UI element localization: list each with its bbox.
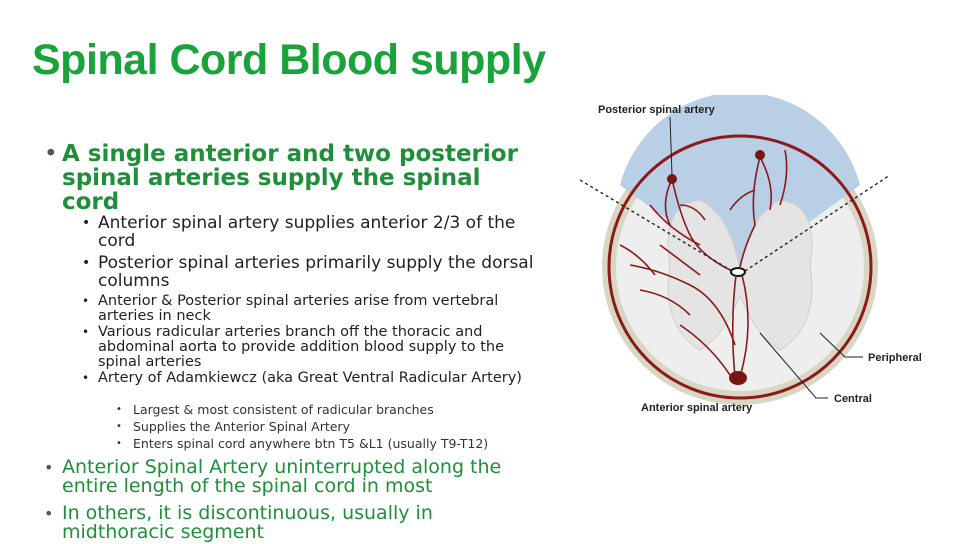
bullet-dot: • xyxy=(44,504,54,523)
label-peripheral: Peripheral xyxy=(868,352,922,364)
bullet-text: Largest & most consistent of radicular b… xyxy=(133,402,434,417)
slide-title: Spinal Cord Blood supply xyxy=(32,36,546,84)
bullet-detail: • Supplies the Anterior Spinal Artery xyxy=(44,419,544,436)
label-central: Central xyxy=(834,393,872,405)
bullet-text: Anterior & Posterior spinal arteries ari… xyxy=(98,293,499,324)
bullet-main: • Anterior Spinal Artery uninterrupted a… xyxy=(44,458,544,504)
bullet-text: Anterior spinal artery supplies anterior… xyxy=(98,213,516,251)
central-canal xyxy=(730,267,746,277)
posterior-artery-node xyxy=(667,174,677,184)
bullet-main: • A single anterior and two posterior sp… xyxy=(44,142,544,214)
bullet-sub: • Artery of Adamkiewcz (aka Great Ventra… xyxy=(44,371,544,402)
leader-lines xyxy=(669,116,863,399)
label-anterior-spinal-artery: Anterior spinal artery xyxy=(641,402,753,414)
bullet-text: Anterior Spinal Artery uninterrupted alo… xyxy=(62,456,502,497)
perimeter-artery xyxy=(607,134,873,400)
bullet-text: Artery of Adamkiewcz (aka Great Ventral … xyxy=(98,370,522,386)
bullet-dot: • xyxy=(44,141,58,167)
bullet-detail: • Enters spinal cord anywhere btn T5 &L1… xyxy=(44,436,544,458)
bullet-dot: • xyxy=(82,215,91,231)
spinal-cord-diagram: Posterior spinal artery Peripheral Centr… xyxy=(580,95,922,414)
bullet-detail: • Largest & most consistent of radicular… xyxy=(44,402,544,419)
anterior-artery-node xyxy=(729,371,747,385)
bullet-text: In others, it is discontinuous, usually … xyxy=(62,502,433,543)
bullet-dot: • xyxy=(116,438,122,449)
bullet-sub: • Anterior & Posterior spinal arteries a… xyxy=(44,294,544,325)
bullet-dot: • xyxy=(82,294,90,308)
bullet-dot: • xyxy=(82,371,90,385)
bullet-text: A single anterior and two posterior spin… xyxy=(62,141,518,215)
bullet-dot: • xyxy=(116,421,122,432)
bullet-sub: • Various radicular arteries branch off … xyxy=(44,325,544,371)
bullet-dot: • xyxy=(116,404,122,415)
bullet-dot: • xyxy=(82,325,90,339)
bullet-text: Various radicular arteries branch off th… xyxy=(98,324,504,370)
posterior-artery-node xyxy=(755,150,765,160)
bullet-text: Posterior spinal arteries primarily supp… xyxy=(98,253,534,291)
bullet-sub: • Posterior spinal arteries primarily su… xyxy=(44,254,544,294)
bullet-text: Supplies the Anterior Spinal Artery xyxy=(133,419,350,434)
division-lines xyxy=(580,174,891,272)
bullet-dot: • xyxy=(82,255,91,271)
bullet-sub: • Anterior spinal artery supplies anteri… xyxy=(44,214,544,254)
bullet-text: Enters spinal cord anywhere btn T5 &L1 (… xyxy=(133,436,489,451)
bullet-list: • A single anterior and two posterior sp… xyxy=(44,142,544,544)
bullet-dot: • xyxy=(44,458,54,477)
label-posterior-spinal-artery: Posterior spinal artery xyxy=(598,104,716,116)
bullet-main: • In others, it is discontinuous, usuall… xyxy=(44,504,544,544)
